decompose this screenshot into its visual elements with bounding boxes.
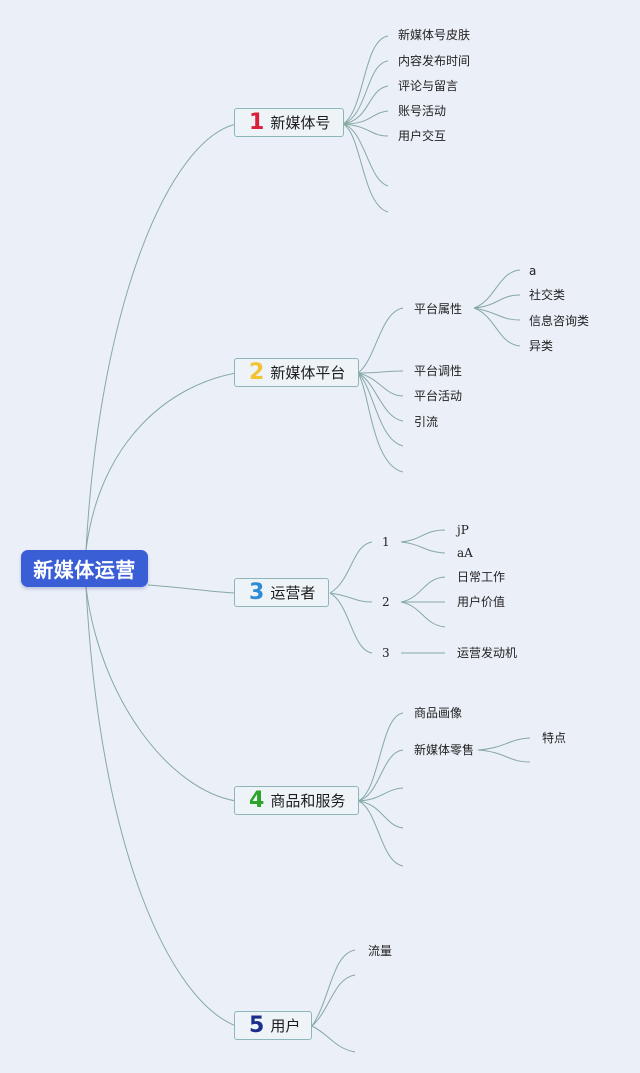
connector-b3-child1 — [329, 541, 373, 594]
connector-b3-s2a — [400, 576, 446, 603]
b3-child-1[interactable]: 1 — [382, 535, 390, 549]
connector-root-branch1 — [85, 123, 237, 551]
branch-label-2: 新媒体平台 — [270, 364, 346, 382]
b2-child-2[interactable]: 平台调性 — [414, 364, 463, 378]
b2-grandchild-2[interactable]: 社交类 — [529, 288, 566, 302]
b1-child-2[interactable]: 内容发布时间 — [398, 54, 471, 68]
branch-topic-2[interactable]: 2 新媒体平台 — [234, 358, 359, 387]
connector-b2-child4 — [357, 372, 404, 422]
connector-root-branch4 — [85, 586, 237, 802]
connector-root-branch3 — [147, 584, 237, 594]
b1-child-3[interactable]: 评论与留言 — [398, 79, 459, 93]
connector-root-branch2 — [85, 372, 237, 551]
branch-number-1: 1 — [249, 109, 265, 135]
connector-b2-empty2 — [357, 372, 404, 473]
connector-b1-child3 — [342, 85, 389, 125]
connector-b2a-g1 — [473, 269, 521, 309]
connector-b1-empty2 — [342, 123, 389, 213]
b1-child-5[interactable]: 用户交互 — [398, 129, 447, 143]
connector-b2a-g2 — [473, 294, 521, 309]
branch-number-2: 2 — [249, 359, 265, 385]
branch-label-3: 运营者 — [270, 584, 316, 602]
connector-b4-child2 — [357, 749, 404, 802]
connector-b5-child1 — [311, 949, 356, 1027]
branch-label-1: 新媒体号 — [270, 114, 331, 132]
b3-grandchild-3[interactable]: 日常工作 — [457, 570, 506, 584]
b2-grandchild-1[interactable]: a — [529, 264, 537, 278]
connector-b2a-g3 — [473, 307, 521, 321]
connector-b4-child1 — [357, 712, 404, 802]
b2-child-3[interactable]: 平台活动 — [414, 389, 463, 403]
b2-child-1[interactable]: 平台属性 — [414, 302, 463, 316]
branch-number-4: 4 — [249, 787, 265, 813]
branch-number-3: 3 — [249, 579, 265, 605]
connector-b2-child2 — [357, 370, 404, 374]
connector-b4-empty2 — [357, 800, 404, 829]
b4-grandchild-1[interactable]: 特点 — [542, 731, 567, 745]
connector-b4b-g1 — [477, 737, 531, 751]
root-topic-label: 新媒体运营 — [33, 558, 136, 582]
connector-b1-child1 — [342, 35, 389, 125]
b3-grandchild-1[interactable]: jP — [457, 523, 469, 537]
branch-label-4: 商品和服务 — [270, 792, 346, 810]
connector-b3-s2c — [400, 601, 446, 628]
connector-b3-child3 — [329, 592, 373, 654]
b1-child-4[interactable]: 账号活动 — [398, 104, 447, 118]
b3-grandchild-2[interactable]: aA — [457, 546, 473, 560]
connector-b3-s1b — [400, 541, 446, 554]
connector-b1-child2 — [342, 60, 389, 125]
b1-child-1[interactable]: 新媒体号皮肤 — [398, 28, 471, 42]
connector-b2-child1 — [357, 307, 404, 374]
branch-topic-1[interactable]: 1 新媒体号 — [234, 108, 344, 137]
b2-child-4[interactable]: 引流 — [414, 415, 439, 429]
connector-b4-empty3 — [357, 800, 404, 867]
b2-grandchild-3[interactable]: 信息咨询类 — [529, 314, 590, 328]
connector-b5-empty1 — [311, 974, 356, 1027]
connector-b2-empty1 — [357, 372, 404, 447]
b3-grandchild-4[interactable]: 用户价值 — [457, 595, 506, 609]
connector-b4-empty1 — [357, 787, 404, 802]
branch-topic-3[interactable]: 3 运营者 — [234, 578, 329, 607]
b4-child-2[interactable]: 新媒体零售 — [414, 743, 475, 757]
b2-grandchild-4[interactable]: 异类 — [529, 339, 554, 353]
branch-number-5: 5 — [249, 1012, 265, 1038]
connector-b3-child2 — [329, 592, 373, 603]
branch-topic-5[interactable]: 5 用户 — [234, 1011, 312, 1040]
branch-label-5: 用户 — [270, 1017, 301, 1035]
connector-b4b-g2 — [477, 749, 531, 763]
b4-child-1[interactable]: 商品画像 — [414, 706, 463, 720]
b3-child-2[interactable]: 2 — [382, 595, 390, 609]
connector-root-branch5 — [85, 586, 237, 1027]
connector-b2a-g4 — [473, 307, 521, 347]
b3-grandchild-5[interactable]: 运营发动机 — [457, 646, 518, 660]
branch-topic-4[interactable]: 4 商品和服务 — [234, 786, 359, 815]
connector-b3-s1a — [400, 529, 446, 543]
connector-b1-empty1 — [342, 123, 389, 187]
connector-b1-child4 — [342, 110, 389, 125]
connector-b2-child3 — [357, 372, 404, 397]
b3-child-3[interactable]: 3 — [382, 646, 390, 660]
connector-b1-child5 — [342, 123, 389, 137]
b5-child-1[interactable]: 流量 — [368, 944, 393, 958]
root-topic[interactable]: 新媒体运营 — [21, 550, 148, 587]
connector-b5-empty2 — [311, 1025, 356, 1053]
